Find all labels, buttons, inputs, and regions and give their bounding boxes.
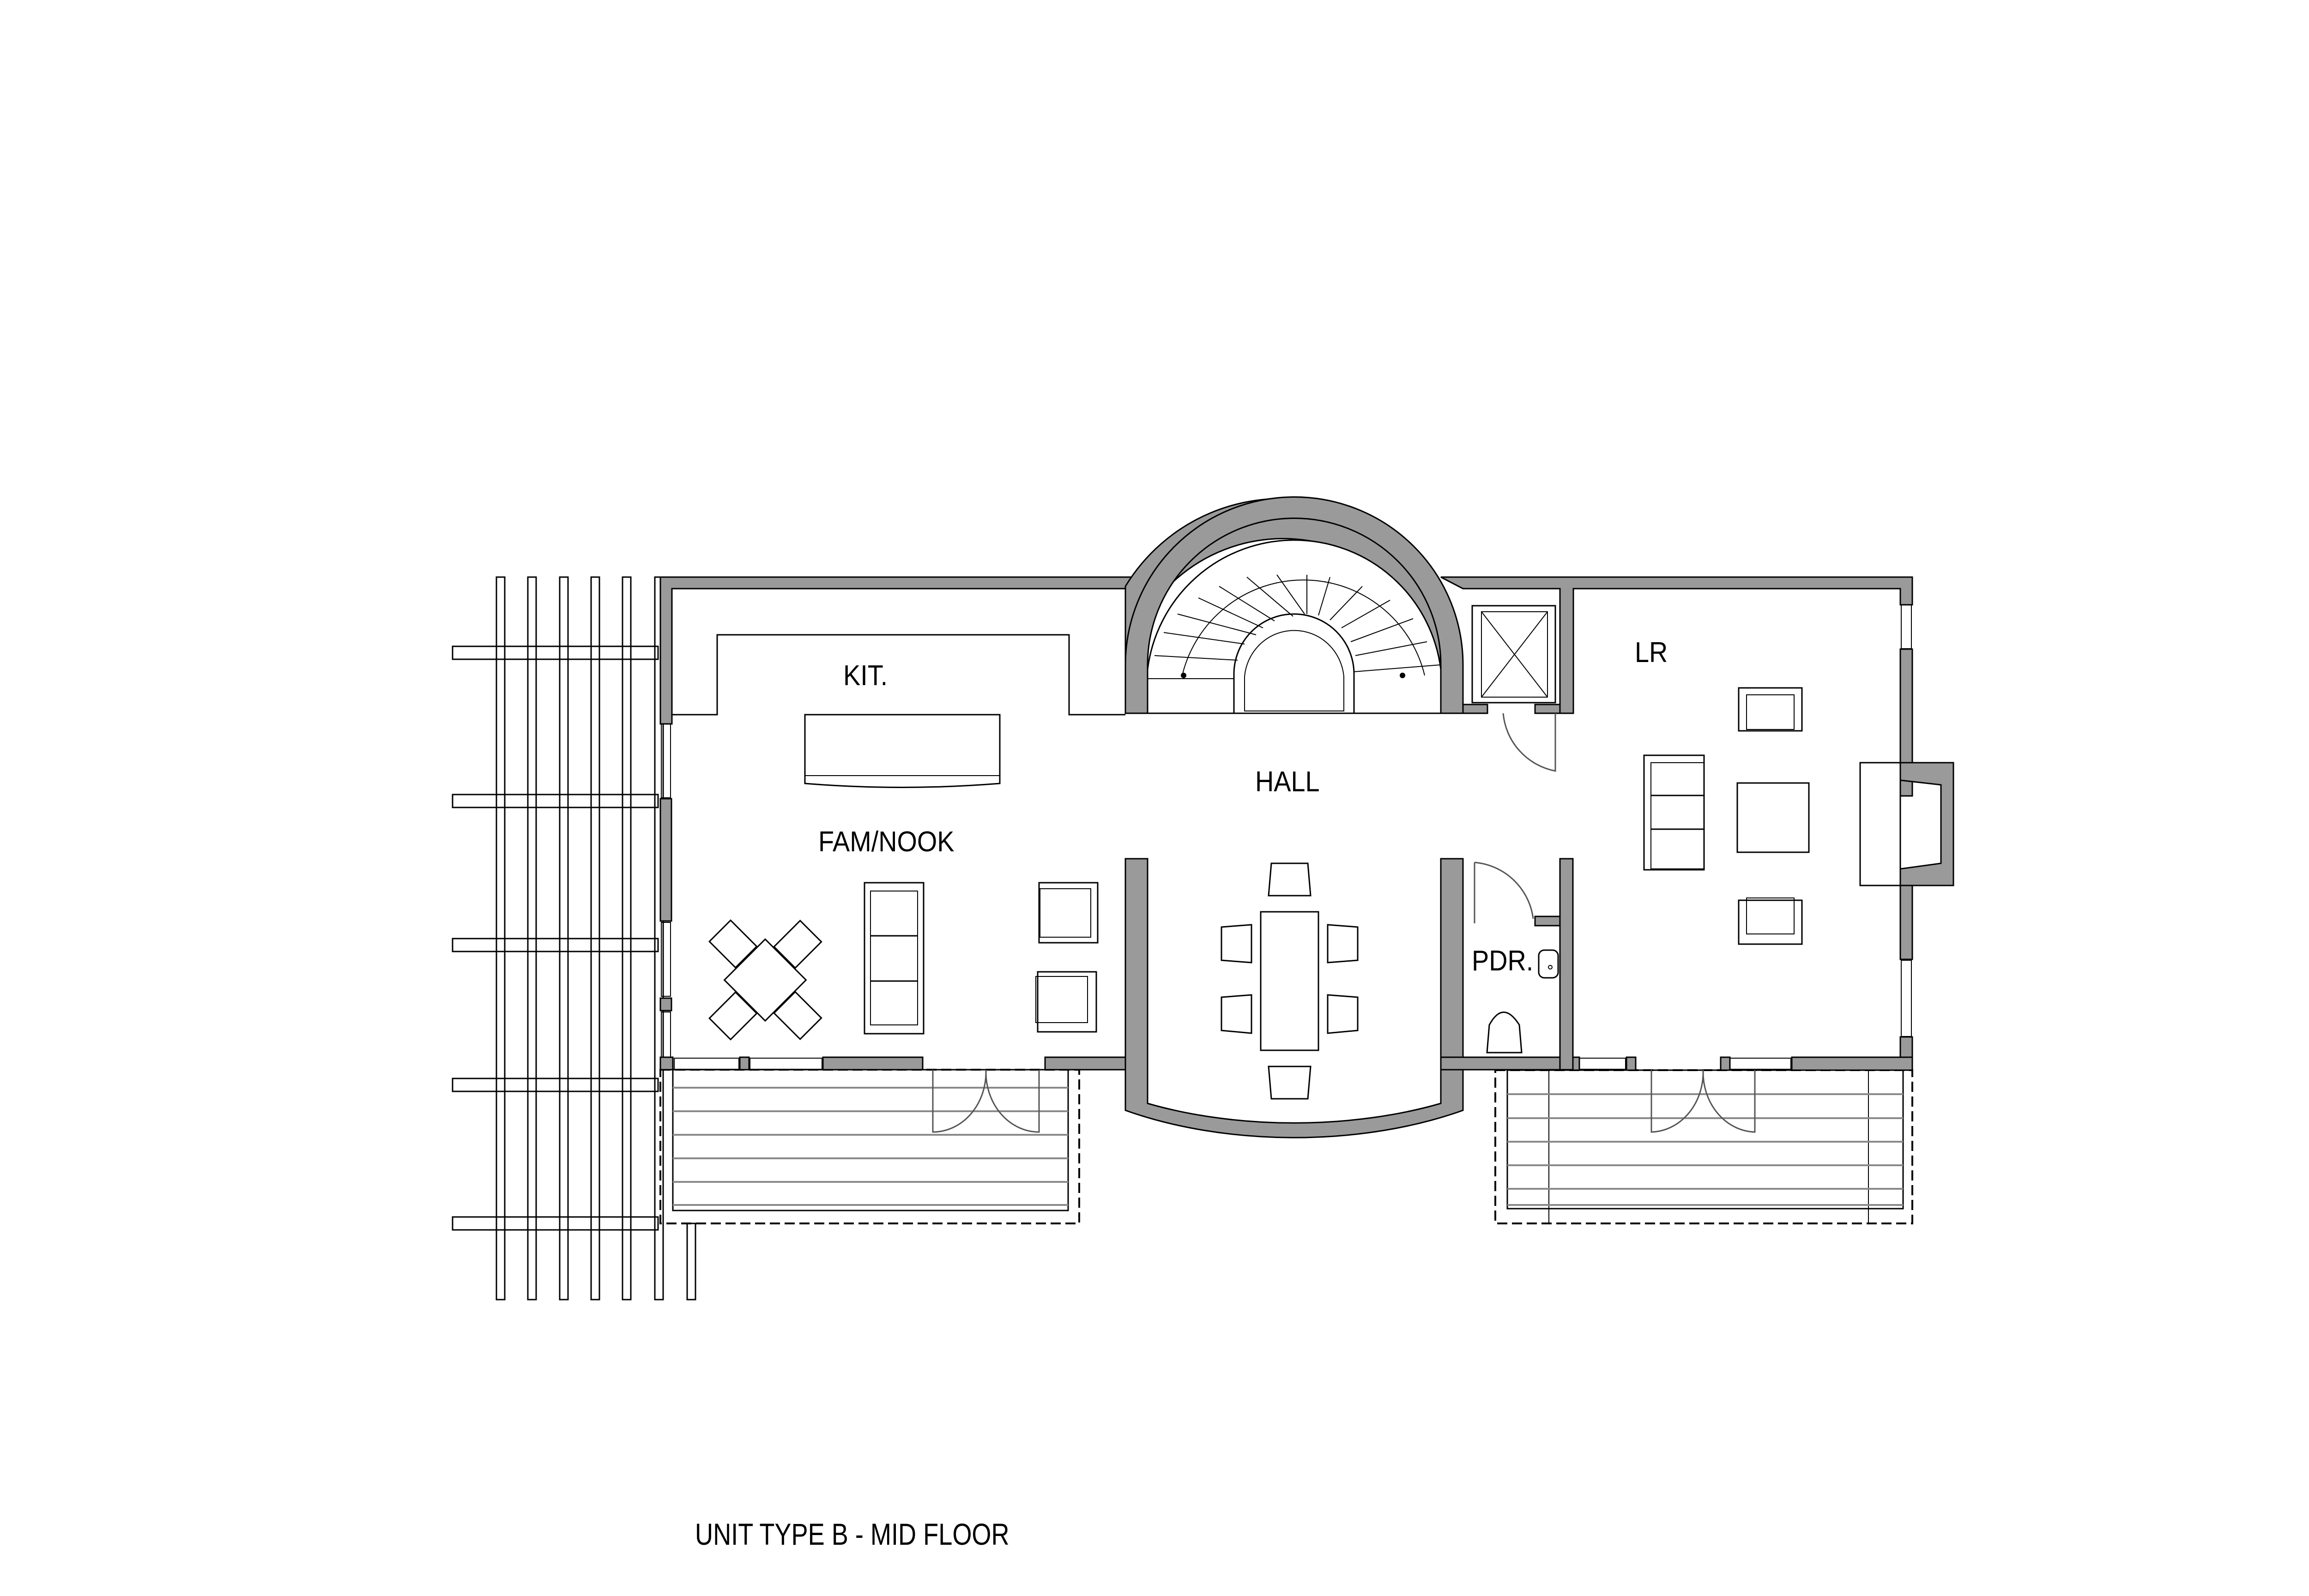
room-label-living-room: LR [1635, 637, 1668, 669]
fam-furniture [708, 882, 1099, 1041]
kitchen-counter [672, 634, 1125, 788]
deck-left [659, 1069, 1080, 1224]
room-label-fam-nook: FAM/NOOK [818, 826, 955, 858]
doors [932, 713, 1756, 1133]
elevator [1471, 605, 1556, 704]
room-label-hall: HALL [1255, 766, 1320, 798]
deck-right [1494, 1069, 1913, 1224]
pergola [452, 576, 696, 1301]
dining-furniture [1221, 862, 1359, 1100]
room-label-pdr: PDR. [1472, 945, 1534, 977]
drawing-title: UNIT TYPE B - MID FLOOR [695, 1517, 1009, 1551]
kitchen-island [804, 714, 1001, 788]
pdr-fixtures [1486, 949, 1559, 1054]
lr-furniture [1643, 687, 1810, 945]
spiral-stair [1147, 539, 1442, 714]
walls [659, 496, 1954, 1138]
windows [661, 604, 1912, 1070]
room-label-kitchen: KIT. [843, 660, 888, 692]
